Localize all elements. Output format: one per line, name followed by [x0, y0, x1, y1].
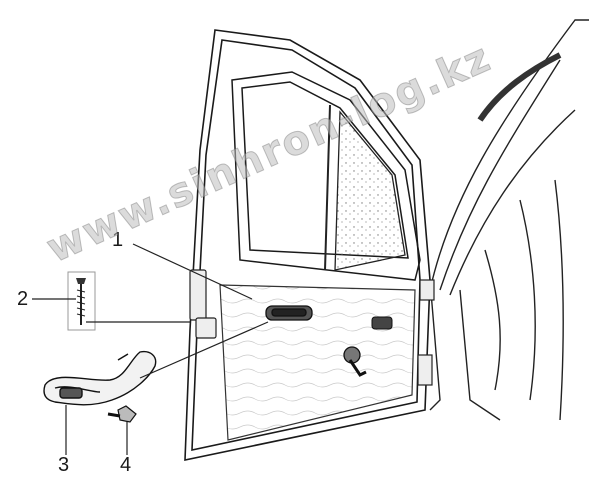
- window-winder: [343, 346, 367, 377]
- part-4-bolt: [107, 405, 137, 423]
- window-divider: [324, 104, 331, 271]
- callout-4: 4: [120, 454, 132, 476]
- window-frame: [231, 71, 421, 281]
- part-2-screw: [67, 271, 96, 331]
- callout-1: 1: [112, 229, 124, 251]
- body-pillar: [429, 19, 589, 421]
- hinges: [189, 269, 435, 386]
- door-outline: [184, 29, 431, 461]
- callout-2: 2: [17, 288, 29, 310]
- part-3-pull-handle: [43, 350, 157, 406]
- door-lock-catch: [371, 316, 393, 330]
- callout-3: 3: [58, 454, 70, 476]
- inner-door-handle: [265, 305, 313, 321]
- vent-glass: [334, 110, 406, 271]
- door-inner-panel: [219, 284, 416, 441]
- leader-lines: [32, 243, 269, 455]
